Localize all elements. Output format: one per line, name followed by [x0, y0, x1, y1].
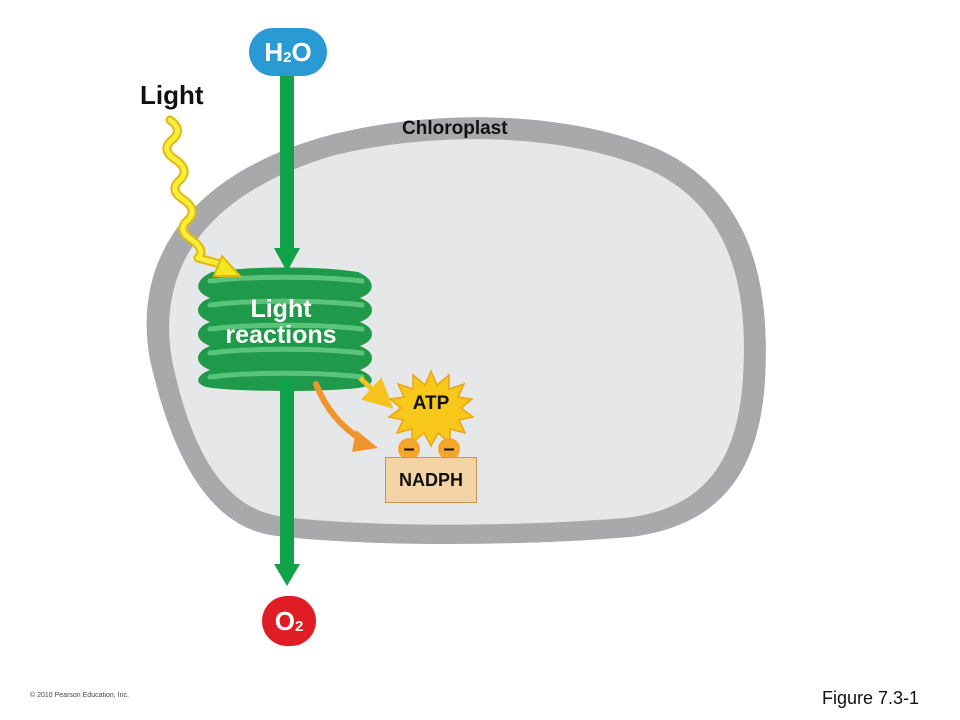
nadph-label: NADPH [398, 469, 463, 490]
light-wave-arrowhead [212, 254, 243, 277]
thylakoid-highlight-5 [207, 370, 365, 380]
light-reactions-line1: Light [250, 295, 312, 323]
oxygen-arrow-shaft [280, 378, 294, 566]
atp-starburst [387, 369, 475, 448]
figure-number: Figure 7.3-1 [822, 688, 920, 708]
thylakoid-highlight-1 [207, 274, 365, 284]
oxygen-arrow-head [274, 564, 300, 586]
electron-minus-2: – [438, 438, 460, 460]
thylakoid-highlight-4 [207, 346, 365, 356]
electron-minus-1: – [398, 438, 420, 460]
thylakoid-stack-shape [198, 267, 372, 391]
water-subscript: 2 [283, 48, 292, 66]
light-wave-core [164, 117, 223, 267]
atp-arrow [358, 376, 394, 409]
water-o: O [291, 36, 312, 67]
light-reactions-line2: reactions [225, 321, 337, 349]
thylakoid-highlight-3 [207, 322, 365, 332]
thylakoid-stack [198, 267, 372, 391]
light-reactions-label: Light reactions [196, 296, 366, 348]
water-h: H [264, 36, 284, 67]
oxygen-o: O [274, 605, 295, 636]
water-arrow-head [274, 248, 300, 272]
nadph-box: NADPH [385, 457, 477, 503]
copyright-text: © 2010 Pearson Education, Inc. [30, 692, 129, 699]
light-label: Light [140, 80, 204, 110]
atp-label: ATP [412, 393, 450, 414]
chloroplast-label: Chloroplast [402, 118, 508, 139]
nadph-arrow-head [352, 430, 378, 452]
water-arrow-shaft [280, 72, 294, 250]
chloroplast-stroma [169, 139, 744, 525]
thylakoid-highlight-2 [207, 298, 365, 308]
oxygen-subscript: 2 [294, 617, 304, 635]
